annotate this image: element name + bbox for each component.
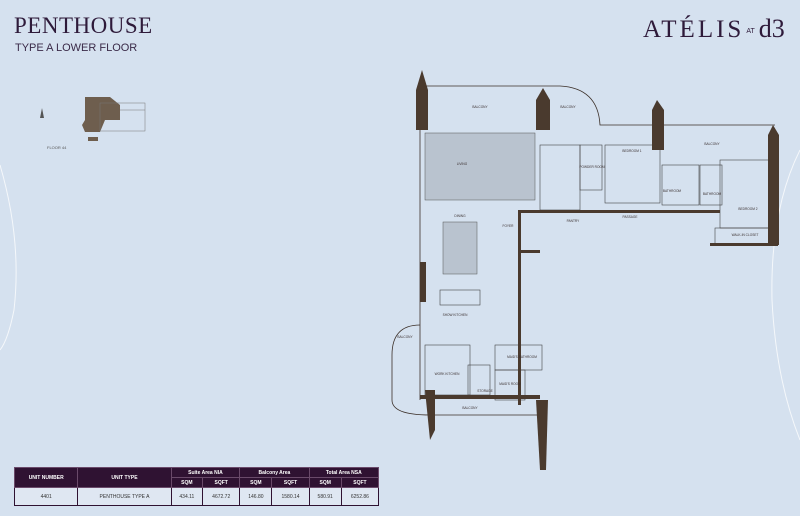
room-label: BATHROOM xyxy=(663,189,682,193)
key-plan xyxy=(40,97,146,141)
balcony-outlines xyxy=(391,85,775,416)
room-label: PANTRY xyxy=(567,219,581,223)
header-sqft: SQFT xyxy=(202,477,241,488)
room-label: BALCONY xyxy=(397,335,413,339)
decorative-arcs xyxy=(0,149,800,441)
room-label: BATHROOM xyxy=(703,192,722,196)
header-balcony-area: Balcony Area xyxy=(239,467,310,478)
room-label: MAID'S ROOM xyxy=(499,382,521,386)
cell-balcony-sqft: 1580.14 xyxy=(271,487,310,506)
room-label: BEDROOM 2 xyxy=(738,207,757,211)
room-label: MAID'S BATHROOM xyxy=(507,355,537,359)
logo-at: AT xyxy=(746,27,755,35)
cell-balcony-sqm: 146.80 xyxy=(239,487,273,506)
room-label: SHOW KITCHEN xyxy=(443,313,468,317)
room-label: FOYER xyxy=(503,224,515,228)
highlighted-unit xyxy=(82,97,120,132)
decorative-arc xyxy=(771,149,800,441)
header-total-area: Total Area NSA xyxy=(308,467,380,478)
cell-suite-sqm: 434.11 xyxy=(170,487,204,506)
cell-total-sqft: 6252.86 xyxy=(340,487,380,506)
table-row: 4401 PENTHOUSE TYPE A 434.11 4672.72 146… xyxy=(13,487,380,506)
cell-unit-number: 4401 xyxy=(13,487,79,506)
key-plan-outline xyxy=(99,102,146,132)
room-label: BEDROOM 1 xyxy=(622,149,641,153)
page-subtitle: TYPE A LOWER FLOOR xyxy=(15,42,138,54)
header-sqft: SQFT xyxy=(271,477,310,488)
room-label: PASSAGE xyxy=(623,215,638,219)
floor-label: FLOOR 44 xyxy=(47,145,67,150)
column xyxy=(425,390,435,440)
north-arrow-icon xyxy=(40,108,44,118)
header-unit-type: UNIT TYPE xyxy=(77,467,172,488)
header-suite-area: Suite Area NIA xyxy=(170,467,241,478)
column xyxy=(536,400,548,470)
header-sqft: SQFT xyxy=(340,477,380,488)
room-label: DINING xyxy=(454,214,466,218)
room-label: BALCONY xyxy=(472,105,488,109)
room-label: WALK-IN CLOSET xyxy=(732,233,759,237)
cell-total-sqm: 580.91 xyxy=(308,487,342,506)
cell-unit-type: PENTHOUSE TYPE A xyxy=(77,487,172,506)
room-label: BALCONY xyxy=(704,142,720,146)
room-label: STORAGE xyxy=(477,389,493,393)
room-label: WORK KITCHEN xyxy=(435,372,460,376)
column xyxy=(768,125,779,245)
logo-name: ATÉLIS xyxy=(643,16,745,43)
room-label: POWDER ROOM xyxy=(579,165,604,169)
room-label: BALCONY xyxy=(560,105,576,109)
dining-table-rug xyxy=(442,221,478,275)
page-title: PENTHOUSE xyxy=(14,13,153,38)
header-sqm: SQM xyxy=(308,477,342,488)
column xyxy=(652,100,664,150)
landmark-icon xyxy=(88,137,98,141)
cell-suite-sqft: 4672.72 xyxy=(202,487,241,506)
decorative-arc xyxy=(0,164,17,351)
header-unit-number: UNIT NUMBER xyxy=(13,467,79,488)
column xyxy=(536,88,550,130)
column xyxy=(416,70,428,130)
header-sqm: SQM xyxy=(170,477,204,488)
header-sqm: SQM xyxy=(239,477,273,488)
logo-mark: d3 xyxy=(758,14,785,43)
room-label: BALCONY xyxy=(462,406,478,410)
room-label: LIVING xyxy=(457,162,468,166)
living-area-rug xyxy=(424,132,536,201)
structural-walls xyxy=(416,70,779,470)
unit-area-table: UNIT NUMBER UNIT TYPE Suite Area NIA Bal… xyxy=(13,467,380,506)
